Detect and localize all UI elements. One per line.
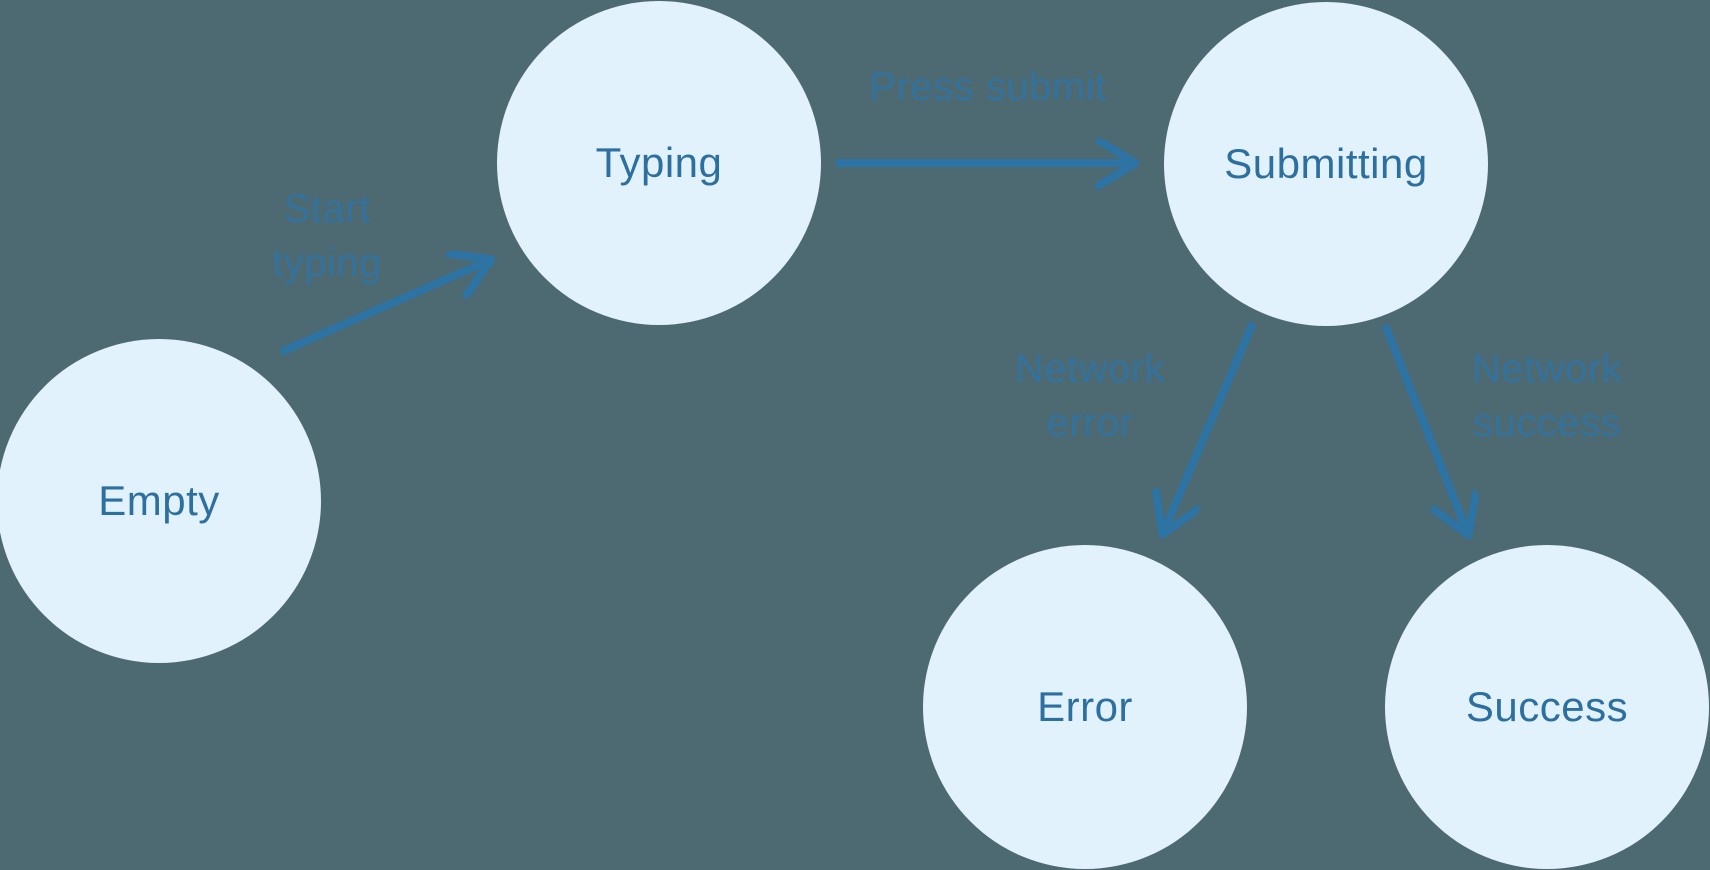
edge-label-network-success: Network success	[1472, 342, 1622, 450]
state-node-error: Error	[923, 545, 1247, 869]
edge-label-line: Network	[1014, 347, 1166, 391]
edge-arrow-submitting-to-success	[1381, 323, 1468, 534]
state-node-submitting: Submitting	[1164, 2, 1488, 326]
state-node-label: Success	[1465, 683, 1629, 730]
state-node-label: Typing	[595, 139, 723, 186]
edge-label-line: Network	[1471, 347, 1623, 391]
edge-label-network-error: Network error	[1015, 342, 1165, 450]
edge-label-line: Press submit	[869, 65, 1107, 109]
edge-label-line: error	[1046, 401, 1134, 445]
state-node-empty: Empty	[0, 339, 321, 663]
state-node-success: Success	[1385, 545, 1709, 869]
state-node-label: Submitting	[1224, 140, 1428, 187]
state-node-label: Empty	[98, 477, 220, 524]
edge-label-line: typing	[272, 241, 382, 285]
edge-label-line: Start	[283, 187, 371, 231]
state-node-typing: Typing	[497, 1, 821, 325]
edge-label-start-typing: Start typing	[272, 182, 382, 290]
edge-label-press-submit: Press submit	[869, 60, 1106, 114]
state-node-label: Error	[1037, 683, 1133, 730]
edge-label-line: success	[1472, 401, 1621, 445]
edge-arrow-submitting-to-error	[1163, 321, 1257, 533]
